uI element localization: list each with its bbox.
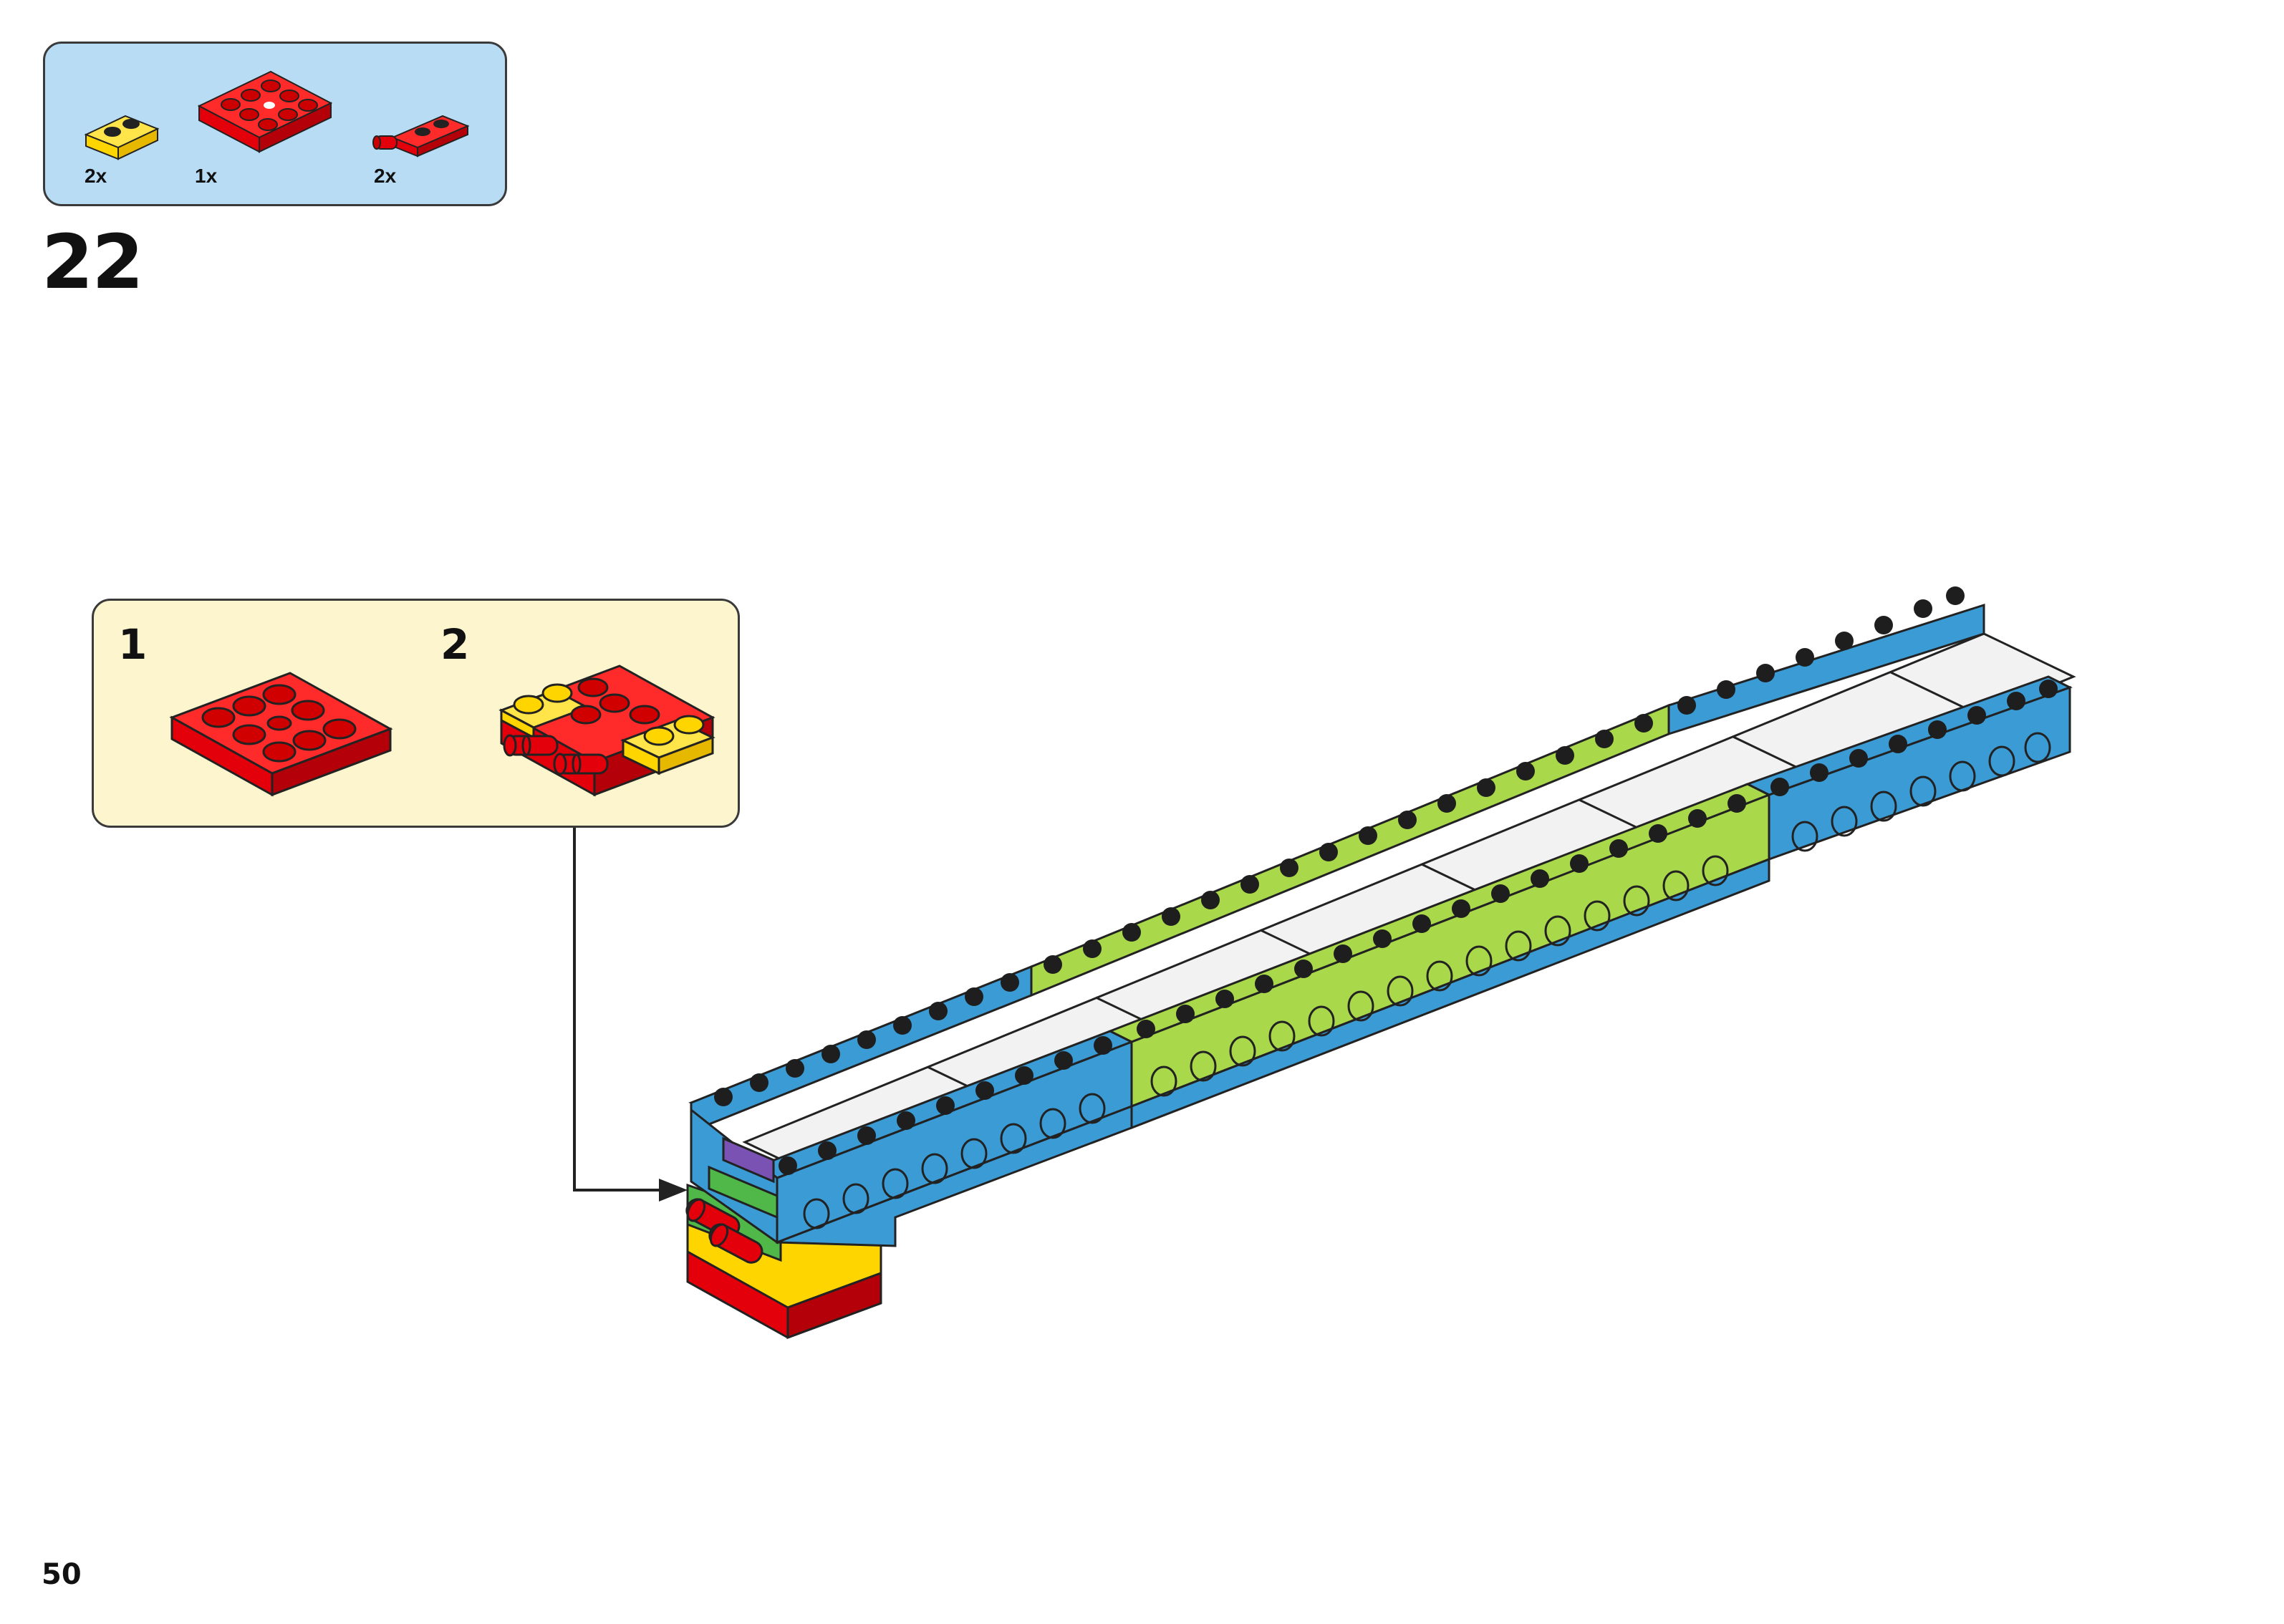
page-number: 50 (42, 1558, 82, 1591)
sub-step-1-number: 1 (118, 620, 148, 669)
sub-step-2-number: 2 (440, 620, 470, 669)
sub-step-2-assembly (498, 664, 715, 797)
parts-qty-red-plate: 1x (195, 165, 218, 187)
parts-qty-yellow: 2x (85, 165, 107, 187)
red-pin-plate-part (372, 115, 470, 158)
step-number: 22 (42, 218, 144, 306)
sub-step-1-red-plate (169, 672, 393, 797)
yellow-plate-part (84, 115, 160, 160)
parts-qty-red-pin: 2x (374, 165, 397, 187)
red-plate-part (197, 70, 333, 153)
